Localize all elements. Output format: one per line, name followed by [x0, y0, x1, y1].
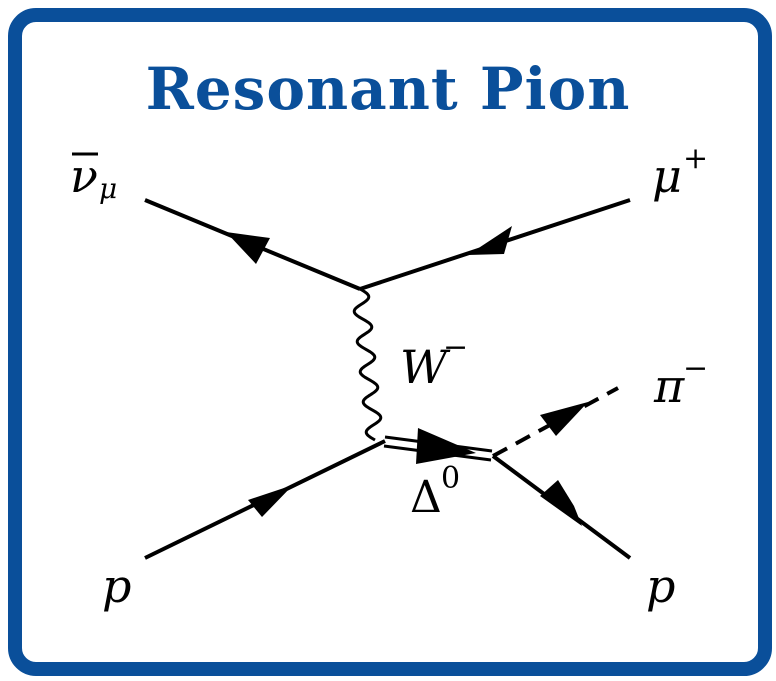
label-antineutrino-subscript: μ — [99, 172, 117, 205]
label-delta: Δ — [410, 472, 442, 523]
diagram-frame — [8, 8, 772, 676]
pion-arrow — [540, 402, 588, 436]
antineutrino-arrow — [226, 232, 270, 264]
pion-line — [492, 386, 619, 458]
proton-out-arrow — [540, 480, 582, 526]
diagram-title: Resonant Pion — [145, 55, 631, 123]
label-pion-superscript: − — [683, 351, 708, 386]
proton-in-arrow — [248, 485, 293, 517]
delta-arrow — [416, 428, 476, 464]
label-proton-out: p — [646, 559, 675, 613]
label-delta-superscript: 0 — [441, 461, 460, 496]
label-muon-superscript: + — [683, 141, 708, 176]
label-w-boson: W — [400, 340, 451, 394]
label-pion: π — [653, 359, 685, 413]
label-antineutrino: ν — [70, 149, 98, 203]
label-proton-in: p — [102, 559, 131, 613]
muon-arrow — [468, 226, 512, 255]
label-w-boson-superscript: − — [443, 330, 468, 365]
w-boson-line — [352, 287, 383, 442]
label-muon: μ — [652, 149, 682, 203]
